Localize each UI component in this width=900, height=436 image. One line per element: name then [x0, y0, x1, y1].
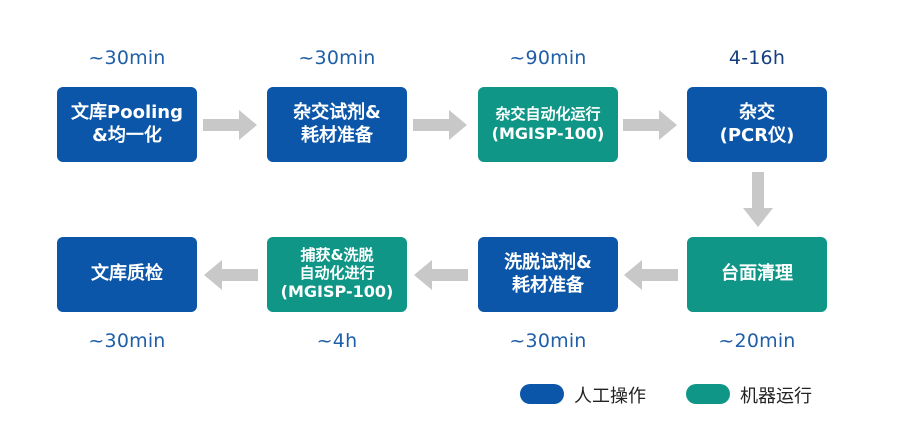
step-label-line: 耗材准备: [301, 124, 373, 146]
step-time-hyb-prep: ~30min: [298, 47, 376, 69]
step-time-hyb-pcr: 4-16h: [728, 47, 786, 69]
step-hyb-pcr: 杂交 (PCR仪): [687, 87, 827, 162]
step-capture-auto: 捕获&洗脱 自动化进行 (MGISP-100): [267, 237, 407, 312]
step-time-pooling: ~30min: [88, 47, 166, 69]
step-pooling: 文库Pooling &均一化: [57, 87, 197, 162]
arrow-right-icon: [413, 110, 467, 140]
step-label-line: (MGISP-100): [491, 123, 605, 143]
legend-machine-swatch: [686, 384, 730, 404]
step-label-line: 自动化进行: [299, 264, 375, 283]
legend-machine-label: 机器运行: [740, 386, 812, 407]
step-label-line: 杂交: [739, 102, 775, 123]
arrow-left-icon: [414, 260, 468, 290]
step-hyb-auto: 杂交自动化运行 (MGISP-100): [478, 87, 618, 162]
step-elution-prep: 洗脱试剂& 耗材准备: [478, 237, 618, 312]
step-label-line: 捕获&洗脱: [300, 246, 374, 265]
step-label-line: 文库Pooling: [71, 102, 183, 123]
arrow-right-icon: [623, 110, 677, 140]
step-time-bench-cleanup: ~20min: [718, 330, 796, 352]
step-label-line: 文库质检: [91, 263, 163, 285]
step-time-elution-prep: ~30min: [509, 330, 587, 352]
step-label-line: 杂交试剂&: [293, 102, 381, 123]
step-label-line: 台面清理: [721, 263, 793, 285]
step-time-hyb-auto: ~90min: [509, 47, 587, 69]
step-label-line: 耗材准备: [512, 274, 584, 296]
step-bench-cleanup: 台面清理: [687, 237, 827, 312]
arrow-right-icon: [203, 110, 257, 140]
step-label-line: 杂交自动化运行: [495, 105, 601, 124]
step-label-line: (PCR仪): [719, 124, 795, 146]
step-hyb-prep: 杂交试剂& 耗材准备: [267, 87, 407, 162]
step-label-line: &均一化: [92, 124, 162, 146]
step-time-capture-auto: ~4h: [316, 330, 358, 352]
step-time-library-qc: ~30min: [88, 330, 166, 352]
arrow-down-icon: [743, 172, 773, 227]
step-library-qc: 文库质检: [57, 237, 197, 312]
legend-manual-swatch: [520, 384, 564, 404]
arrow-left-icon: [204, 260, 258, 290]
step-label-line: (MGISP-100): [280, 281, 394, 301]
step-label-line: 洗脱试剂&: [504, 252, 592, 273]
arrow-left-icon: [624, 260, 678, 290]
legend-manual-label: 人工操作: [574, 386, 646, 407]
